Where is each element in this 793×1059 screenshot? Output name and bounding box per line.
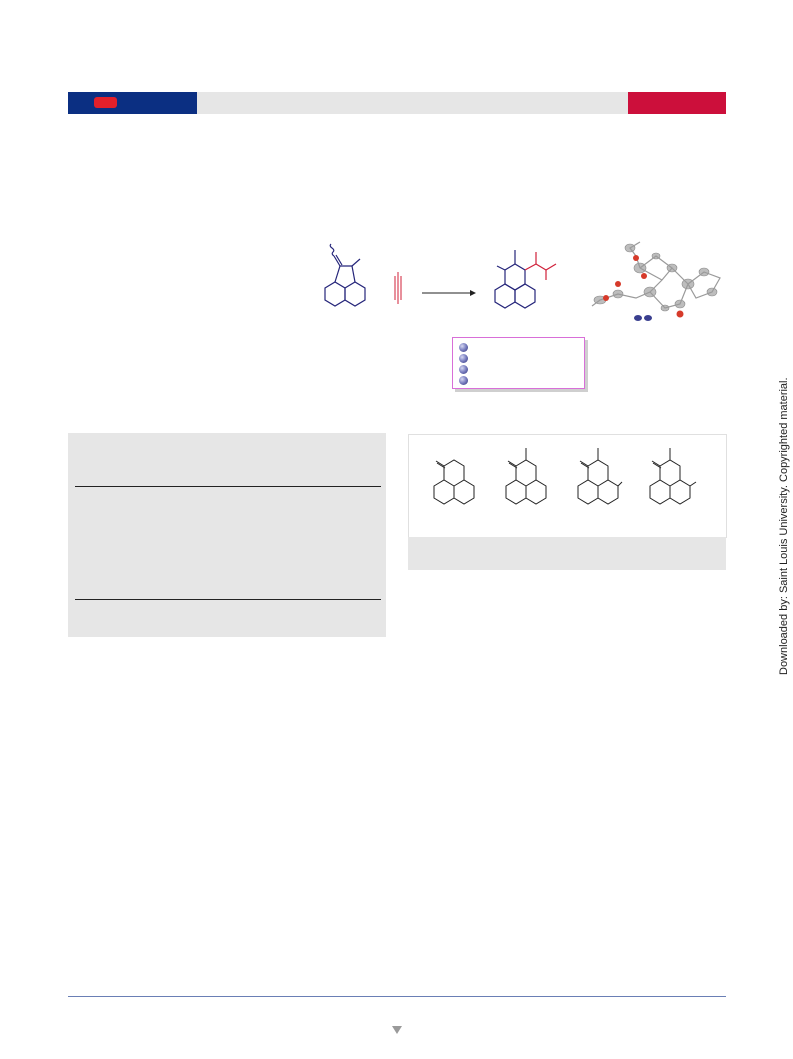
watermark-text: Downloaded by: Saint Louis University. C…	[778, 377, 790, 675]
reaction-arrow	[422, 290, 476, 296]
bullet-dot-icon	[459, 354, 468, 363]
header-bar-right	[628, 92, 726, 114]
footer-rule	[68, 996, 726, 997]
table-bottom-rule	[75, 599, 381, 600]
highlights-box	[452, 337, 585, 389]
header-bar-left	[68, 92, 197, 114]
table-panel	[68, 433, 386, 637]
down-triangle-icon[interactable]	[392, 1026, 402, 1034]
structure-4	[649, 448, 697, 505]
download-watermark: Downloaded by: Saint Louis University. C…	[778, 377, 792, 675]
structure-1	[433, 459, 475, 505]
structures-caption-panel	[408, 537, 726, 570]
reaction-scheme	[324, 241, 721, 321]
structure-3	[577, 448, 623, 505]
starting-material-structure	[324, 243, 366, 307]
journal-badge	[94, 97, 117, 108]
bullet-dot-icon	[459, 376, 468, 385]
product-structure	[494, 250, 536, 309]
bullet-dot-icon	[459, 343, 468, 352]
structures-panel	[408, 434, 727, 538]
structures-figure	[433, 448, 697, 505]
structure-2	[505, 448, 547, 505]
bullet-dot-icon	[459, 365, 468, 374]
table-top-rule	[75, 486, 381, 487]
new-bond-highlight	[524, 252, 557, 280]
header-bar-middle	[197, 92, 628, 114]
alkyne-reagent	[394, 272, 402, 304]
crystal-structure-image	[591, 241, 721, 321]
